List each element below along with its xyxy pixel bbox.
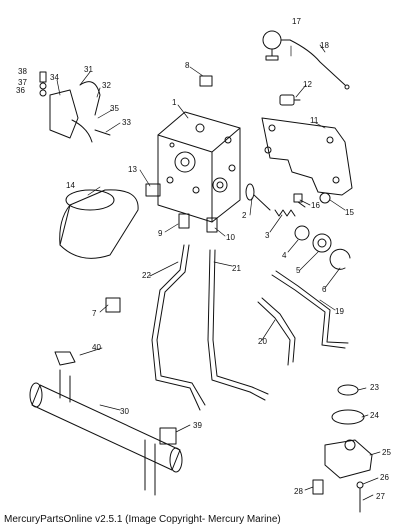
callout-26: 26 (380, 473, 389, 482)
elbow-40 (54, 351, 76, 366)
filter-adapter (145, 183, 161, 197)
callout-28: 28 (294, 487, 303, 496)
callout-24: 24 (370, 411, 379, 420)
callout-3: 3 (265, 231, 270, 240)
cooler-fitting (159, 427, 177, 445)
callout-9: 9 (158, 229, 163, 238)
callout-14: 14 (66, 181, 75, 190)
callout-32: 32 (102, 81, 111, 90)
callout-35: 35 (110, 104, 119, 113)
callout-18: 18 (320, 41, 329, 50)
pipe-fitting (105, 297, 121, 313)
oil-cooler (29, 369, 183, 496)
oil-hose-22 (151, 244, 206, 411)
callout-10: 10 (226, 233, 235, 242)
callout-25: 25 (382, 448, 391, 457)
callout-22: 22 (142, 271, 151, 280)
callout-16: 16 (311, 201, 320, 210)
oil-hose-20 (257, 297, 296, 366)
washer (319, 192, 331, 204)
callout-30: 30 (120, 407, 129, 416)
o-ring-large (331, 409, 365, 425)
callout-31: 31 (84, 65, 93, 74)
callout-23: 23 (370, 383, 379, 392)
callout-20: 20 (258, 337, 267, 346)
callout-17: 17 (292, 17, 301, 26)
callout-13: 13 (128, 165, 137, 174)
callout-12: 12 (303, 80, 312, 89)
callout-15: 15 (345, 208, 354, 217)
copyright-footer: MercuryPartsOnline v2.5.1 (Image Copyrig… (4, 514, 281, 525)
hose-clamp-bracket (39, 71, 111, 143)
callout-36: 36 (16, 86, 25, 95)
valve-spring (274, 209, 296, 217)
callout-40: 40 (92, 343, 101, 352)
callout-2: 2 (242, 211, 247, 220)
wire-lead (289, 39, 350, 90)
callout-6: 6 (322, 285, 327, 294)
mounting-bracket (261, 117, 353, 196)
elbow-fitting (279, 94, 301, 106)
valve-stem (245, 183, 271, 211)
callout-38: 38 (18, 67, 27, 76)
seal-washer (294, 225, 310, 241)
plug-fitting (199, 75, 213, 87)
callout-11: 11 (310, 116, 319, 125)
callout-numbers: 1 2 3 4 5 6 7 8 9 10 11 12 13 14 15 16 1… (16, 17, 391, 501)
callout-37: 37 (18, 78, 27, 87)
base-bolt (356, 481, 364, 513)
o-ring-small (337, 384, 359, 396)
filter-base (324, 439, 373, 479)
hose-fitting-right (206, 217, 218, 233)
callout-4: 4 (282, 251, 287, 260)
snap-ring (329, 248, 351, 270)
pressure-sender (262, 30, 291, 61)
callout-5: 5 (296, 266, 301, 275)
callout-21: 21 (232, 264, 241, 273)
callout-33: 33 (122, 118, 131, 127)
valve-cap (312, 233, 332, 253)
callout-34: 34 (50, 73, 59, 82)
leader-lines (56, 44, 381, 501)
pipe-plug (312, 479, 324, 495)
oil-hose-19 (271, 270, 349, 349)
oil-hose-21 (207, 249, 269, 401)
callout-39: 39 (193, 421, 202, 430)
callout-27: 27 (376, 492, 385, 501)
hose-fitting-left (178, 213, 190, 229)
bolt (293, 193, 306, 208)
callout-1: 1 (172, 98, 177, 107)
callout-19: 19 (335, 307, 344, 316)
oil-filter (59, 189, 139, 259)
callout-7: 7 (92, 309, 97, 318)
manifold-block (157, 111, 241, 223)
callout-8: 8 (185, 61, 190, 70)
